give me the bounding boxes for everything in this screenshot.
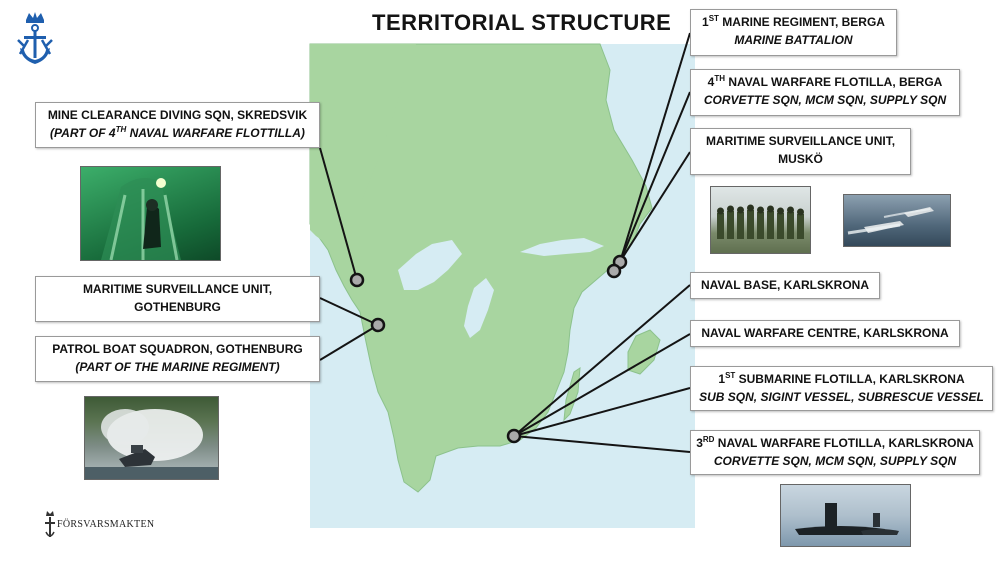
- forsvarsmakten-crown-icon: [45, 511, 55, 537]
- unit-location: GOTHENBURG: [134, 300, 221, 314]
- unit-name: PATROL BOAT SQUADRON, GOTHENBURG: [52, 342, 303, 356]
- unit-name: NAVAL WARFARE CENTRE, KARLSKRONA: [701, 326, 949, 340]
- unit-name: NAVAL WARFARE FLOTILLA, BERGA: [728, 75, 943, 89]
- unit-subtitle-rest: NAVAL WARFARE FLOTTILLA): [126, 126, 305, 140]
- unit-name: MARITIME SURVEILLANCE UNIT,: [82, 282, 273, 296]
- marker-musko: [606, 263, 622, 279]
- lake-malaren: [520, 238, 604, 256]
- photo-combat-boats: [843, 194, 951, 247]
- connector-lines: [319, 32, 691, 453]
- unit-subtitle: MARINE BATTALION: [734, 33, 853, 47]
- ordinal-suffix: ST: [708, 14, 719, 23]
- oland-island: [563, 367, 581, 422]
- unit-name: MARINE REGIMENT, BERGA: [722, 15, 885, 29]
- unit-name: NAVAL BASE, KARLSKRONA: [700, 278, 869, 292]
- marker-skredsvik: [349, 272, 365, 288]
- box-submarine-flotilla: 1ST SUBMARINE FLOTILLA, KARLSKRONA SUB S…: [690, 366, 993, 411]
- unit-subtitle: (PART OF THE MARINE REGIMENT): [75, 360, 280, 374]
- forsvarsmakten-logo-text: FÖRSVARSMAKTEN: [57, 519, 155, 530]
- unit-subtitle: CORVETTE SQN, MCM SQN, SUPPLY SQN: [713, 454, 957, 468]
- ordinal-suffix: TH: [115, 125, 127, 134]
- box-fourth-flotilla: 4TH NAVAL WARFARE FLOTILLA, BERGA CORVET…: [690, 69, 960, 116]
- ordinal-number: 3: [696, 436, 703, 450]
- photo-submarines: [780, 484, 911, 547]
- box-mine-clearance: MINE CLEARANCE DIVING SQN, SKREDSVIK (PA…: [35, 102, 320, 148]
- box-naval-base: NAVAL BASE, KARLSKRONA: [690, 272, 880, 299]
- lake-vanern: [398, 240, 462, 290]
- unit-subtitle: SUB SQN, SIGINT VESSEL, SUBRESCUE VESSEL: [699, 390, 984, 404]
- unit-name: SUBMARINE FLOTILLA, KARLSKRONA: [738, 372, 965, 386]
- unit-subtitle: (PART OF 4: [50, 126, 116, 140]
- photo-diver: [80, 166, 221, 261]
- page-title: TERRITORIAL STRUCTURE: [372, 10, 672, 35]
- box-warfare-centre: NAVAL WARFARE CENTRE, KARLSKRONA: [690, 320, 960, 347]
- location-markers: [349, 254, 628, 444]
- unit-location: MUSKÖ: [778, 152, 823, 166]
- photo-marines: [710, 186, 811, 254]
- ordinal-suffix: ST: [725, 371, 736, 380]
- navy-emblem-icon: [17, 12, 53, 64]
- unit-subtitle: CORVETTE SQN, MCM SQN, SUPPLY SQN: [703, 93, 947, 107]
- ordinal-suffix: TH: [714, 74, 725, 83]
- unit-name: MARITIME SURVEILLANCE UNIT,: [705, 134, 896, 148]
- unit-name: NAVAL WARFARE FLOTILLA, KARLSKRONA: [717, 436, 974, 450]
- landmass: [309, 43, 653, 493]
- photo-patrol-boat: [84, 396, 219, 480]
- unit-name: MINE CLEARANCE DIVING SQN, SKREDSVIK: [47, 108, 308, 122]
- gotland-island: [627, 329, 661, 375]
- ordinal-number: 1: [702, 15, 709, 29]
- marker-gothenburg: [370, 317, 386, 333]
- ordinal-number: 1: [718, 372, 726, 386]
- ordinal-number: 4: [707, 75, 715, 89]
- ordinal-suffix: RD: [702, 435, 715, 444]
- marker-karlskrona: [506, 428, 522, 444]
- box-third-flotilla: 3RD NAVAL WARFARE FLOTILLA, KARLSKRONA C…: [690, 430, 980, 475]
- norway-land: [310, 44, 416, 246]
- box-musko-surveillance: MARITIME SURVEILLANCE UNIT, MUSKÖ: [690, 128, 911, 175]
- box-patrol-boat: PATROL BOAT SQUADRON, GOTHENBURG (PART O…: [35, 336, 320, 382]
- lake-vattern: [464, 278, 494, 338]
- box-marine-regiment: 1ST MARINE REGIMENT, BERGA MARINE BATTAL…: [690, 9, 897, 56]
- box-gothenburg-surveillance: MARITIME SURVEILLANCE UNIT, GOTHENBURG: [35, 276, 320, 322]
